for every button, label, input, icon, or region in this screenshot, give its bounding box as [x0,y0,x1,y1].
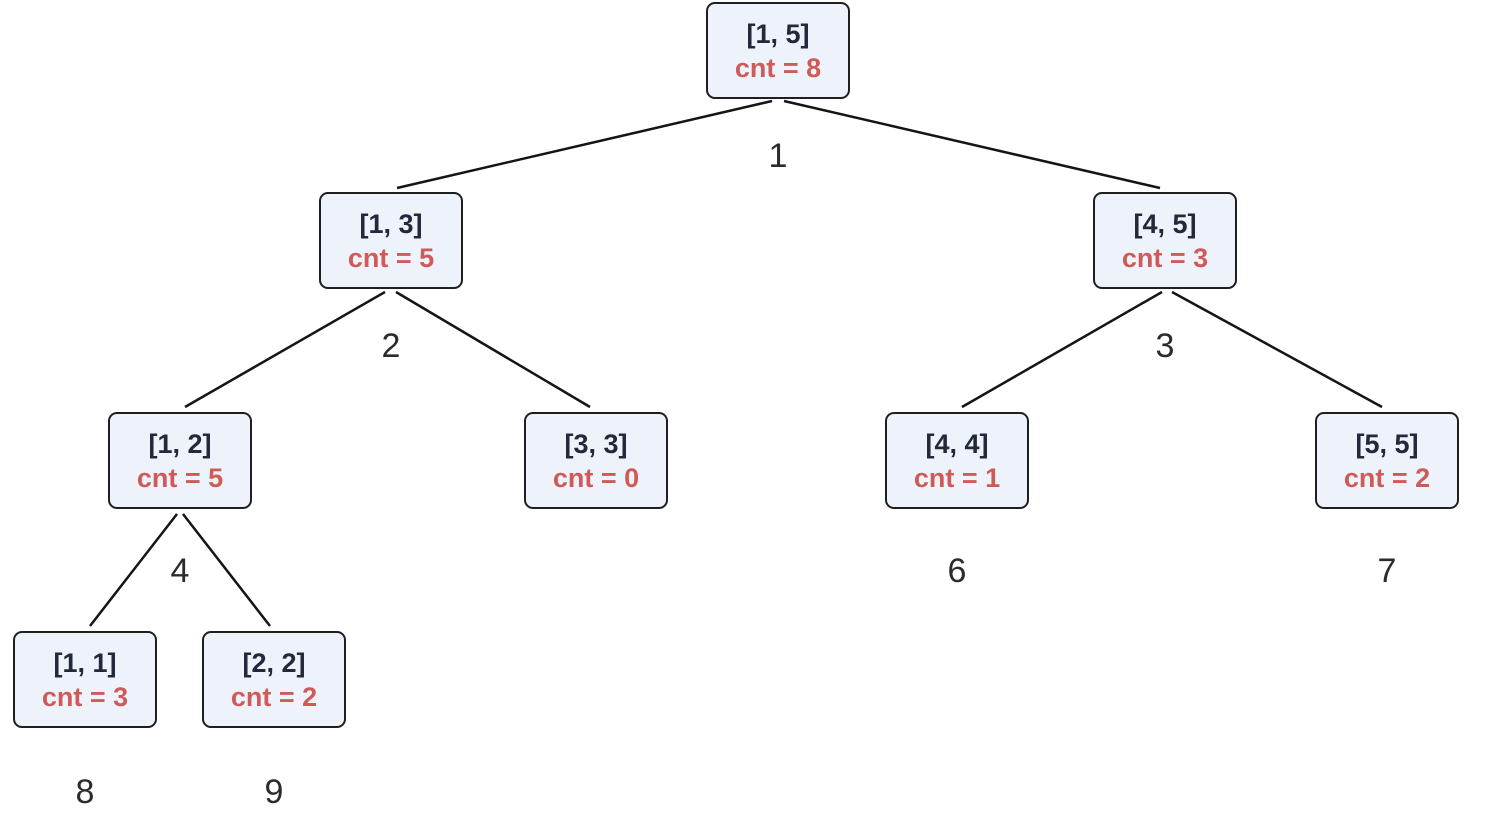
node-count: cnt = 2 [1343,462,1431,493]
node-index-label: 4 [170,552,190,590]
tree-node-1-1: [1, 1] cnt = 3 [13,631,157,728]
node-range: [2, 2] [242,647,306,678]
edge-n4-n9 [182,513,271,627]
node-count: cnt = 2 [230,681,318,712]
node-count: cnt = 5 [136,462,224,493]
edge-n2-n5 [395,290,591,409]
node-range: [5, 5] [1355,428,1419,459]
tree-node-1-3: [1, 3] cnt = 5 [319,192,463,289]
tree-node-2-2: [2, 2] cnt = 2 [202,631,346,728]
node-count: cnt = 1 [913,462,1001,493]
node-count: cnt = 3 [1121,242,1209,273]
node-range: [4, 4] [925,428,989,459]
node-index-label: 1 [768,137,788,175]
tree-node-3-3: [3, 3] cnt = 0 [524,412,668,509]
node-index-label: 8 [75,773,95,811]
edge-n1-n2 [396,99,773,190]
tree-node-5-5: [5, 5] cnt = 2 [1315,412,1459,509]
node-range: [1, 5] [746,18,810,49]
tree-node-1-5: [1, 5] cnt = 8 [706,2,850,99]
edge-n2-n4 [184,290,386,409]
edge-n3-n6 [961,290,1163,409]
node-index-label: 2 [381,327,401,365]
node-index-label: 3 [1155,327,1175,365]
node-range: [1, 1] [53,647,117,678]
node-count: cnt = 5 [347,242,435,273]
node-index-label: 7 [1377,552,1397,590]
edge-n4-n8 [89,513,178,627]
node-range: [3, 3] [564,428,628,459]
node-range: [1, 3] [359,208,423,239]
edge-n1-n3 [783,99,1161,190]
node-index-label: 6 [947,552,967,590]
edge-n3-n7 [1171,290,1383,409]
tree-node-4-5: [4, 5] cnt = 3 [1093,192,1237,289]
node-count: cnt = 8 [734,52,822,83]
tree-node-1-2: [1, 2] cnt = 5 [108,412,252,509]
node-count: cnt = 0 [552,462,640,493]
node-range: [4, 5] [1133,208,1197,239]
node-range: [1, 2] [148,428,212,459]
node-index-label: 9 [264,773,284,811]
node-count: cnt = 3 [41,681,129,712]
tree-node-4-4: [4, 4] cnt = 1 [885,412,1029,509]
